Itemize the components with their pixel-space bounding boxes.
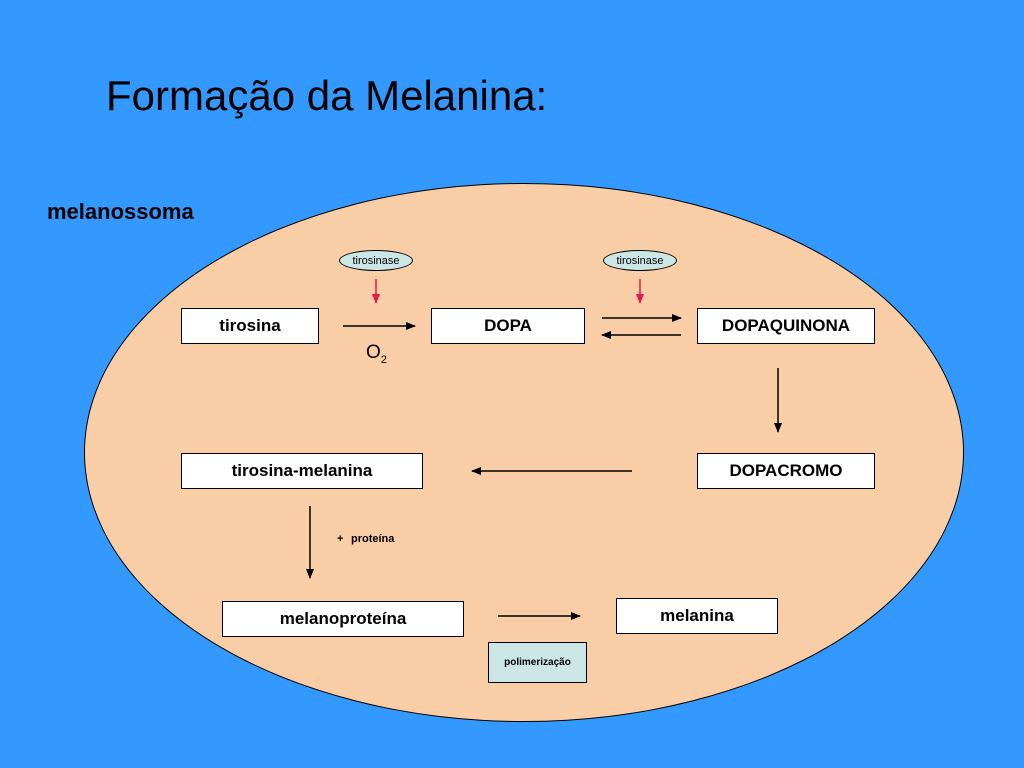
node-tirosina-melanina: tirosina-melanina <box>181 453 423 489</box>
node-tirosina: tirosina <box>181 308 319 344</box>
protein-plus-sign: + <box>337 533 344 545</box>
node-dopa: DOPA <box>431 308 585 344</box>
melanosome-label: melanossoma <box>47 199 194 224</box>
slide-title: Formação da Melanina: <box>106 72 548 119</box>
node-melanoproteina: melanoproteína <box>222 601 464 637</box>
oxygen-label: O2 <box>366 342 387 366</box>
node-dopacromo: DOPACROMO <box>697 453 875 489</box>
node-melanina: melanina <box>616 598 778 634</box>
enzyme-tirosinase-1: tirosinase <box>339 250 413 271</box>
enzyme-tirosinase-2: tirosinase <box>603 250 677 271</box>
polymerization-label: polimerização <box>488 642 587 683</box>
protein-label: proteína <box>351 533 395 545</box>
node-dopaquinona: DOPAQUINONA <box>697 308 875 344</box>
oxygen-subscript: 2 <box>380 353 387 366</box>
